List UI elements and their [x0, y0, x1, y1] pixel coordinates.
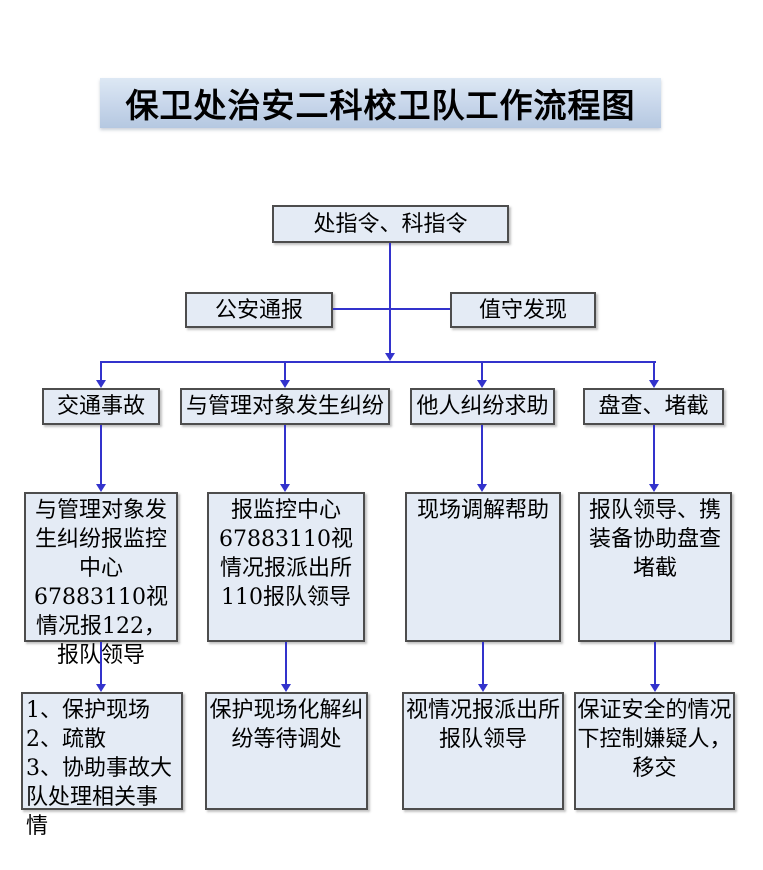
arrowhead-action-2: [280, 484, 290, 492]
connector-cat3-action3: [481, 425, 483, 485]
node-action-dispute: 报监控中心67883110视情况报派出所110报队领导: [207, 492, 365, 642]
connector-branch-3: [481, 361, 483, 381]
node-action-mediate: 现场调解帮助: [405, 492, 561, 642]
connector-cat4-action4: [653, 425, 655, 485]
connector-branch-1: [100, 361, 102, 381]
node-directives: 处指令、科指令: [272, 205, 509, 243]
connector-cat1-action1: [100, 425, 102, 485]
connector-action2-outcome2: [285, 642, 287, 685]
connector-distribution: [100, 361, 656, 363]
node-dispute-with-managed: 与管理对象发生纠纷: [180, 388, 390, 425]
node-outcome-dispute: 保护现场化解纠纷等待调处: [205, 692, 368, 810]
node-check-intercept: 盘查、堵截: [583, 388, 724, 425]
node-outcome-intercept: 保证安全的情况下控制嫌疑人，移交: [574, 692, 735, 810]
arrowhead-branch-4: [649, 380, 659, 388]
node-action-intercept: 报队领导、携装备协助盘查堵截: [578, 492, 732, 642]
connector-action3-outcome3: [482, 642, 484, 685]
arrowhead-branch-2: [280, 380, 290, 388]
arrowhead-outcome-2: [281, 684, 291, 692]
arrowhead-branch-3: [477, 380, 487, 388]
node-police-report: 公安通报: [185, 292, 333, 328]
arrowhead-outcome-1: [96, 684, 106, 692]
node-traffic-accident: 交通事故: [42, 388, 160, 425]
arrowhead-action-3: [477, 484, 487, 492]
arrowhead-action-1: [96, 484, 106, 492]
title-banner: 保卫处治安二科校卫队工作流程图: [100, 78, 661, 128]
connector-action4-outcome4: [654, 642, 656, 685]
arrowhead-outcome-3: [478, 684, 488, 692]
node-action-traffic: 与管理对象发生纠纷报监控中心67883110视情况报122，报队领导: [24, 492, 178, 668]
node-outcome-traffic: 1、保护现场 2、疏散 3、协助事故大队处理相关事情: [21, 692, 183, 839]
arrowhead-main: [385, 353, 395, 361]
connector-action1-outcome1: [100, 642, 102, 685]
arrowhead-outcome-4: [650, 684, 660, 692]
arrowhead-branch-1: [96, 380, 106, 388]
connector-branch-2: [284, 361, 286, 381]
connector-main-vertical: [389, 243, 391, 354]
connector-cat2-action2: [284, 425, 286, 485]
arrowhead-action-4: [649, 484, 659, 492]
node-duty-discovery: 值守发现: [450, 292, 596, 328]
node-outcome-mediate: 视情况报派出所报队领导: [402, 692, 564, 810]
connector-branch-4: [653, 361, 655, 381]
node-others-dispute-help: 他人纠纷求助: [410, 388, 555, 425]
page-title: 保卫处治安二科校卫队工作流程图: [125, 86, 636, 125]
connector-sources-horizontal: [333, 308, 450, 310]
